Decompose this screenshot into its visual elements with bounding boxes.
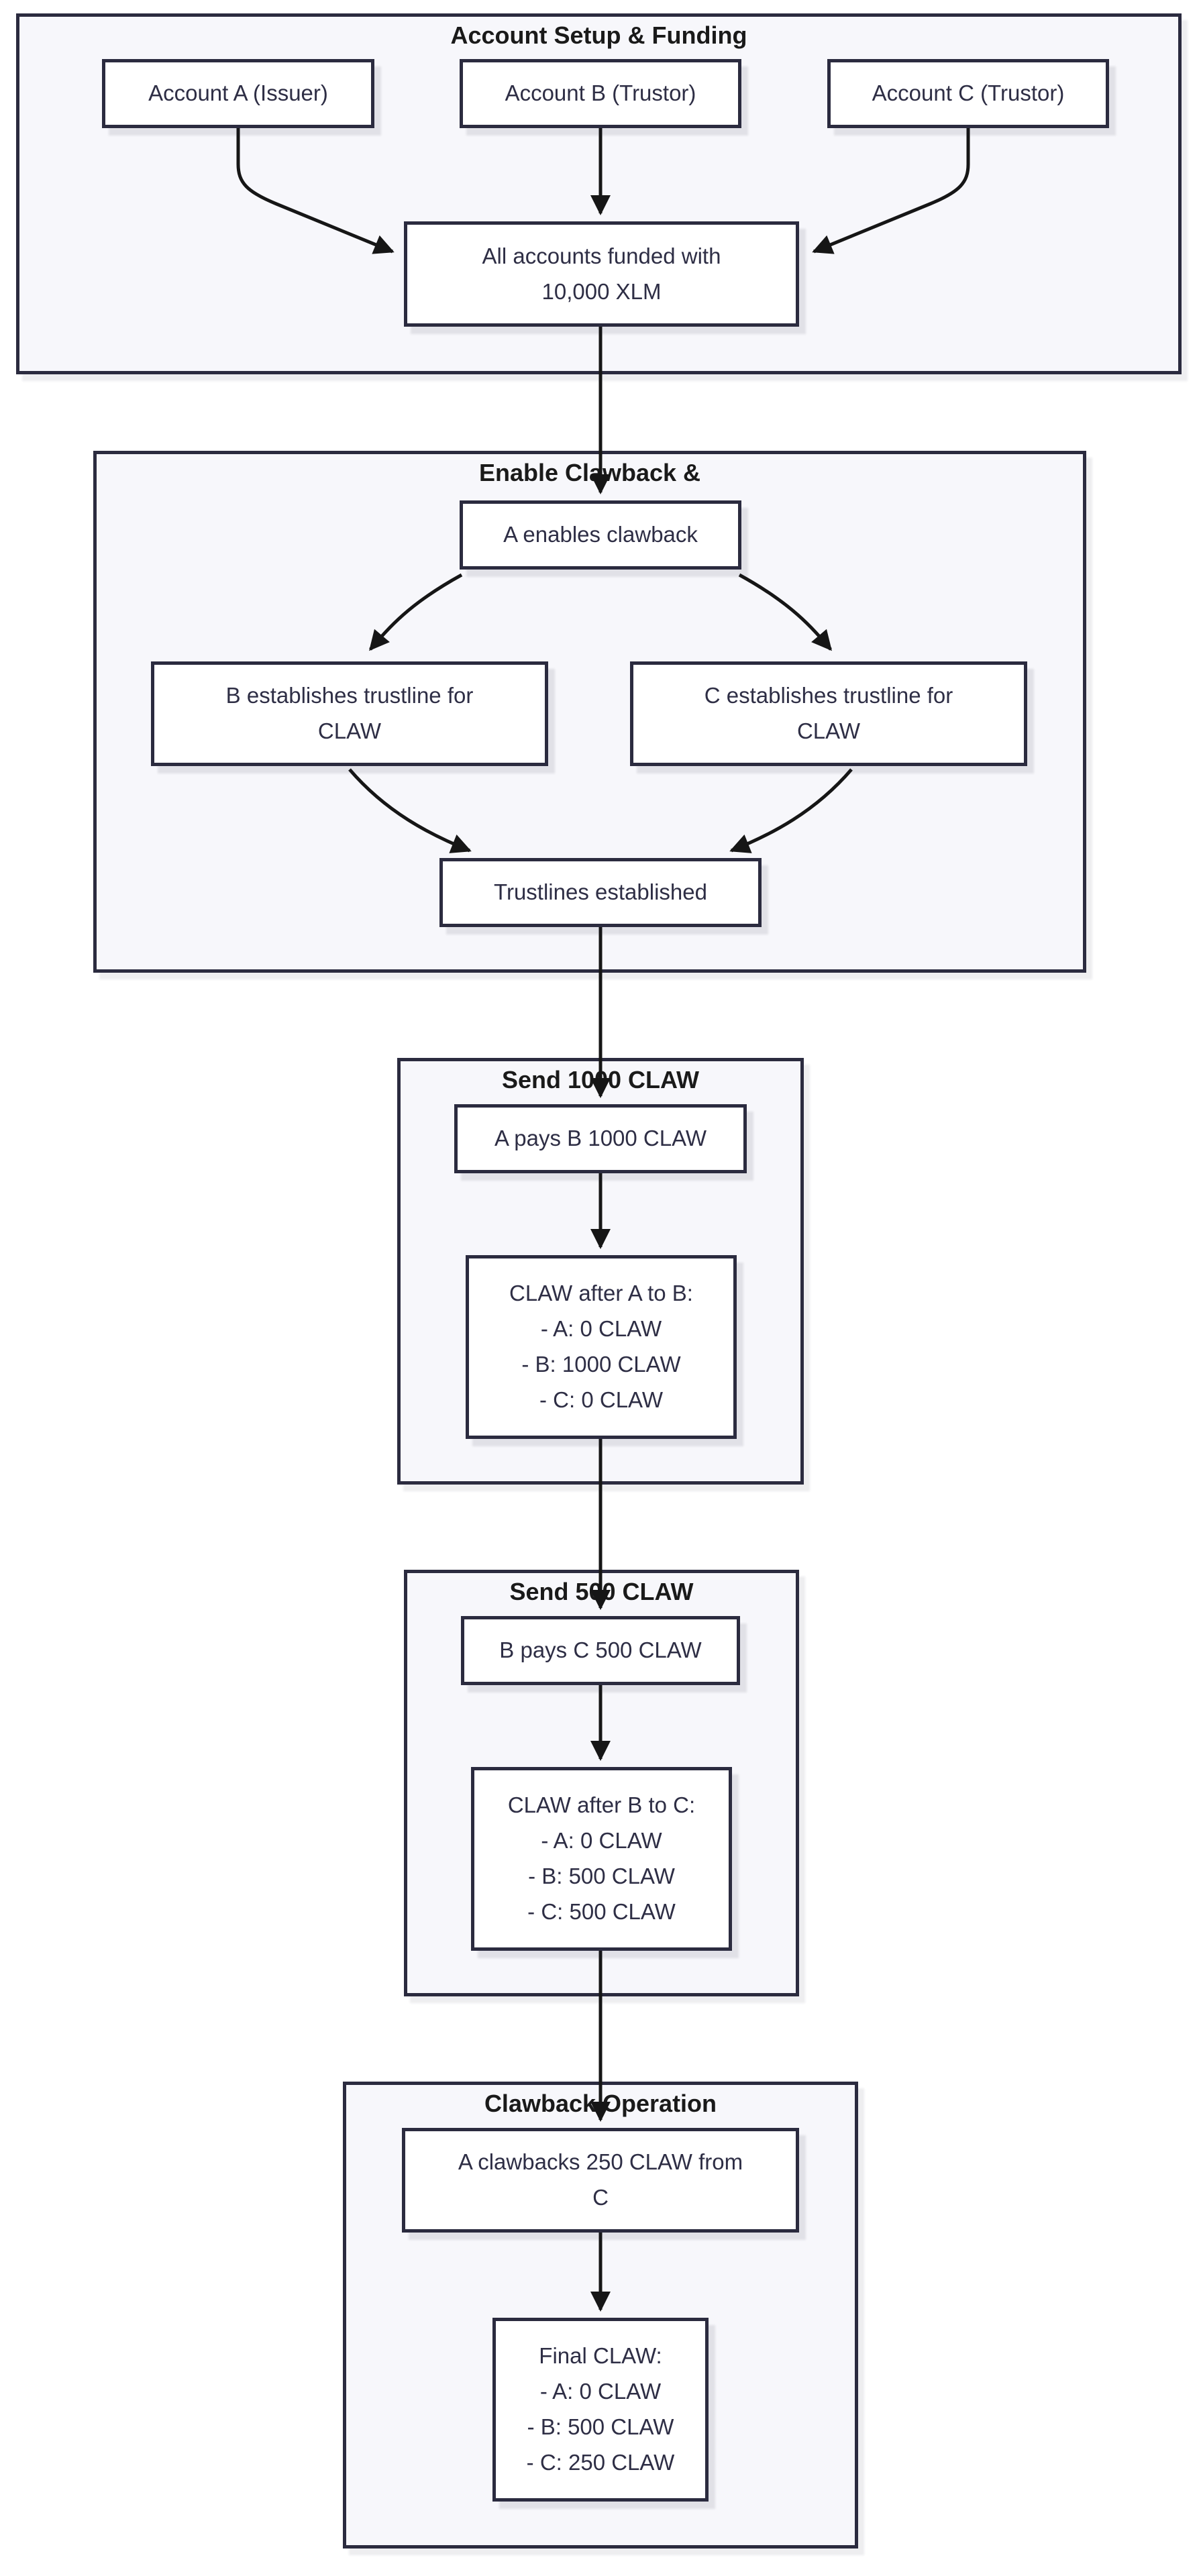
node-account-b: Account B (Trustor) bbox=[460, 59, 741, 128]
node-account-b-label: Account B (Trustor) bbox=[505, 80, 696, 106]
node-c-trustline: C establishes trustline for CLAW bbox=[630, 661, 1027, 766]
node-funded-label: All accounts funded with 10,000 XLM bbox=[482, 243, 721, 304]
node-balance-after-b-c: CLAW after B to C: - A: 0 CLAW - B: 500 … bbox=[471, 1767, 732, 1951]
edge-a-to-funded bbox=[236, 128, 395, 254]
node-b-trustline: B establishes trustline for CLAW bbox=[151, 661, 548, 766]
node-b-trustline-label: B establishes trustline for CLAW bbox=[225, 683, 474, 743]
node-enable-clawback-label: A enables clawback bbox=[503, 522, 698, 547]
node-a-pays-b: A pays B 1000 CLAW bbox=[454, 1104, 747, 1173]
node-a-clawbacks: A clawbacks 250 CLAW from C bbox=[402, 2128, 799, 2233]
subgraph-account-setup-title: Account Setup & Funding bbox=[450, 21, 747, 49]
edge-c-to-funded bbox=[812, 128, 970, 254]
edge-enable-to-b-trustline bbox=[369, 573, 463, 651]
edge-b-trustline-to-established bbox=[348, 768, 472, 853]
node-final-balance: Final CLAW: - A: 0 CLAW - B: 500 CLAW - … bbox=[492, 2318, 709, 2502]
node-balance-after-a-b: CLAW after A to B: - A: 0 CLAW - B: 1000… bbox=[466, 1255, 737, 1439]
node-account-c-label: Account C (Trustor) bbox=[872, 80, 1065, 106]
node-enable-clawback: A enables clawback bbox=[460, 500, 741, 570]
node-account-a-label: Account A (Issuer) bbox=[148, 80, 328, 106]
node-account-a: Account A (Issuer) bbox=[102, 59, 374, 128]
node-c-trustline-label: C establishes trustline for CLAW bbox=[704, 683, 953, 743]
node-a-pays-b-label: A pays B 1000 CLAW bbox=[494, 1126, 707, 1151]
node-balance-after-a-b-label: CLAW after A to B: - A: 0 CLAW - B: 1000… bbox=[509, 1281, 693, 1412]
node-account-c: Account C (Trustor) bbox=[827, 59, 1109, 128]
node-trustlines-established: Trustlines established bbox=[439, 858, 762, 927]
node-a-clawbacks-label: A clawbacks 250 CLAW from C bbox=[458, 2149, 743, 2210]
edge-c-trustline-to-established bbox=[729, 768, 853, 853]
node-funded: All accounts funded with 10,000 XLM bbox=[404, 221, 799, 327]
subgraph-enable-clawback-title: Enable Clawback & bbox=[478, 459, 701, 486]
node-trustlines-established-label: Trustlines established bbox=[494, 879, 707, 905]
node-balance-after-b-c-label: CLAW after B to C: - A: 0 CLAW - B: 500 … bbox=[507, 1792, 696, 1924]
node-b-pays-c: B pays C 500 CLAW bbox=[461, 1616, 740, 1685]
node-final-balance-label: Final CLAW: - A: 0 CLAW - B: 500 CLAW - … bbox=[526, 2343, 675, 2475]
edge-enable-to-c-trustline bbox=[738, 573, 832, 651]
node-b-pays-c-label: B pays C 500 CLAW bbox=[499, 1638, 702, 1663]
